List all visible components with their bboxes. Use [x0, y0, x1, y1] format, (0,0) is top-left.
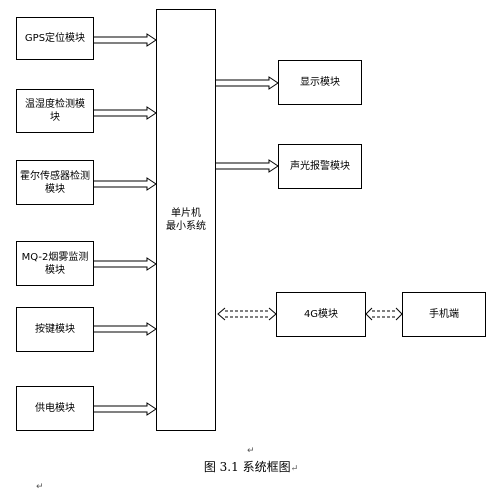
arrow-gps-to-mcu [94, 33, 157, 47]
temp-humidity-module-box: 温湿度检测模块 [16, 89, 94, 133]
paragraph-mark-top: ↵ [247, 446, 255, 456]
mq2-smoke-module-label: MQ-2烟雾监测模块 [21, 251, 89, 276]
display-module-label: 显示模块 [300, 77, 340, 88]
paragraph-mark-caption: ↵ [290, 464, 299, 474]
gps-module-label: GPS定位模块 [24, 33, 86, 44]
arrow-hall-to-mcu [94, 177, 157, 191]
phone-module-label: 手机端 [429, 309, 459, 320]
arrow-power-to-mcu [94, 402, 157, 416]
mcu-minimal-system-box: 单片机 最小系统 [156, 9, 216, 431]
keys-module-box: 按键模块 [16, 307, 94, 352]
arrow-keys-to-mcu [94, 322, 157, 336]
arrow-mcu-4g-bidirectional [217, 307, 277, 321]
sound-light-alarm-module-label: 声光报警模块 [290, 161, 350, 172]
paragraph-mark-bottom: ↵ [36, 482, 44, 492]
gps-module-box: GPS定位模块 [16, 17, 94, 60]
hall-sensor-module-box: 霍尔传感器检测模块 [16, 160, 94, 205]
arrow-mcu-to-display [216, 76, 279, 90]
4g-module-box: 4G模块 [276, 292, 366, 337]
phone-module-box: 手机端 [402, 292, 486, 337]
figure-caption: 图 3.1 系统框图↵ [0, 458, 502, 475]
4g-module-label: 4G模块 [303, 309, 339, 320]
arrow-temp-to-mcu [94, 106, 157, 120]
temp-humidity-module-label: 温湿度检测模块 [25, 99, 85, 123]
power-module-box: 供电模块 [16, 386, 94, 431]
display-module-box: 显示模块 [278, 60, 362, 105]
power-module-label: 供电模块 [35, 403, 75, 414]
keys-module-label: 按键模块 [35, 324, 75, 335]
hall-sensor-module-label: 霍尔传感器检测模块 [20, 170, 90, 195]
mq2-smoke-module-box: MQ-2烟雾监测模块 [16, 241, 94, 286]
arrow-mcu-to-alarm [216, 159, 279, 173]
figure-caption-text: 图 3.1 系统框图 [203, 460, 291, 474]
mcu-label: 单片机 最小系统 [166, 208, 206, 232]
arrow-4g-phone-bidirectional [365, 307, 403, 321]
sound-light-alarm-module-box: 声光报警模块 [278, 144, 362, 189]
arrow-mq2-to-mcu [94, 257, 157, 271]
